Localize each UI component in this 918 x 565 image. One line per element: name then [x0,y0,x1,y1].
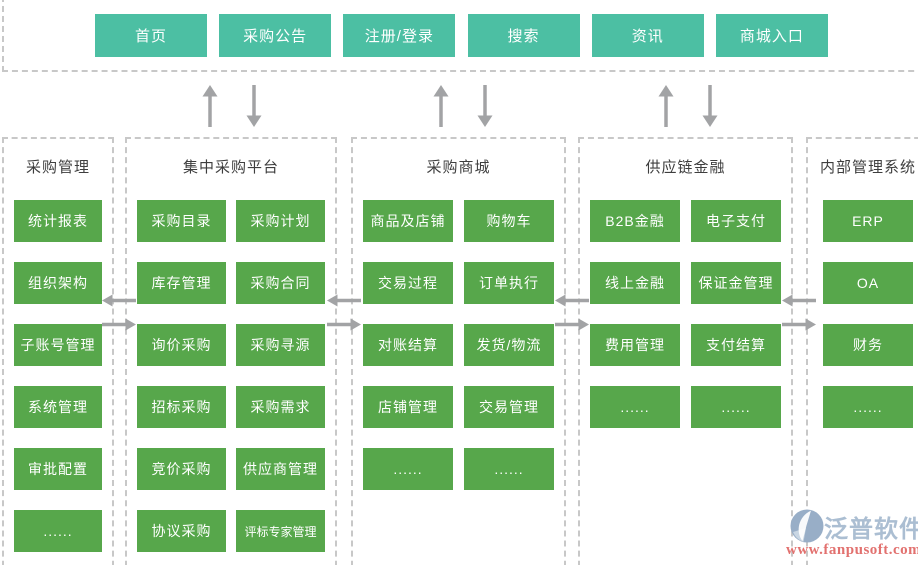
module-box[interactable]: 线上金融 [590,262,680,304]
module-box[interactable]: 采购寻源 [236,324,325,366]
module-box[interactable]: 店铺管理 [363,386,453,428]
module-box[interactable]: 对账结算 [363,324,453,366]
right-arrow-icon [555,318,589,331]
nav-button-register-login[interactable]: 注册/登录 [343,14,456,57]
panel-body: ERP OA 财务 ...... [808,200,918,428]
module-box[interactable]: 费用管理 [590,324,680,366]
module-box-more[interactable]: ...... [691,386,781,428]
up-arrow-icon [658,85,674,127]
panel-body: 统计报表 组织架构 子账号管理 系统管理 审批配置 ...... [4,200,112,552]
module-box[interactable]: 审批配置 [14,448,102,490]
module-box[interactable]: 交易过程 [363,262,453,304]
panel-body: 商品及店铺购物车 交易过程订单执行 对账结算发货/物流 店铺管理交易管理 ...… [353,200,564,490]
module-box[interactable]: 统计报表 [14,200,102,242]
brand-logo-icon [790,509,824,543]
nav-button-procurement-announcements[interactable]: 采购公告 [219,14,332,57]
module-box[interactable]: 电子支付 [691,200,781,242]
panel-title: 内部管理系统 [819,159,916,176]
left-arrow-icon [327,294,361,307]
module-box[interactable]: 系统管理 [14,386,102,428]
top-nav: 首页 采购公告 注册/登录 搜索 资讯 商城入口 [95,14,828,57]
module-box[interactable]: 支付结算 [691,324,781,366]
left-arrow-icon [782,294,816,307]
module-box[interactable]: 询价采购 [137,324,226,366]
panel-procurement-mall: 采购商城 商品及店铺购物车 交易过程订单执行 对账结算发货/物流 店铺管理交易管… [351,137,566,565]
down-arrow-icon [246,85,262,127]
module-box[interactable]: ERP [823,200,913,242]
panel-title: 采购管理 [25,159,90,176]
panel-title: 采购商城 [426,159,491,176]
module-box[interactable]: 交易管理 [464,386,554,428]
module-box[interactable]: 子账号管理 [14,324,102,366]
module-box[interactable]: 组织架构 [14,262,102,304]
up-arrow-icon [202,85,218,127]
module-box[interactable]: 发货/物流 [464,324,554,366]
module-box[interactable]: OA [823,262,913,304]
panel-internal-management-system: 内部管理系统 ERP OA 财务 ...... [806,137,918,565]
module-box[interactable]: 采购目录 [137,200,226,242]
nav-button-search[interactable]: 搜索 [467,14,580,57]
module-box[interactable]: 采购合同 [236,262,325,304]
brand-name: 泛普软件 [824,516,918,543]
up-arrow-icon [433,85,449,127]
module-box[interactable]: 商品及店铺 [363,200,453,242]
module-box[interactable]: 库存管理 [137,262,226,304]
panel-title: 集中采购平台 [182,159,279,176]
right-arrow-icon [327,318,361,331]
panel-body: 采购目录采购计划 库存管理采购合同 询价采购采购寻源 招标采购采购需求 竞价采购… [127,200,335,552]
module-box[interactable]: 保证金管理 [691,262,781,304]
panel-central-procurement-platform: 集中采购平台 采购目录采购计划 库存管理采购合同 询价采购采购寻源 招标采购采购… [125,137,337,565]
module-box-more[interactable]: ...... [363,448,453,490]
module-box[interactable]: 供应商管理 [236,448,325,490]
topbar-dashed-frame [2,0,918,72]
nav-button-news[interactable]: 资讯 [591,14,704,57]
module-box[interactable]: 采购需求 [236,386,325,428]
module-box-more[interactable]: ...... [823,386,913,428]
topbar-link-arrows [657,84,719,128]
module-box[interactable]: 购物车 [464,200,554,242]
right-arrow-icon [782,318,816,331]
module-box[interactable]: 评标专家管理 [236,510,325,552]
module-box[interactable]: 协议采购 [137,510,226,552]
topbar-link-arrows [201,84,263,128]
left-arrow-icon [102,294,136,307]
brand-url[interactable]: www.fanpusoft.com [786,542,918,558]
module-box[interactable]: 订单执行 [464,262,554,304]
module-box[interactable]: 财务 [823,324,913,366]
panel-supply-chain-finance: 供应链金融 B2B金融电子支付 线上金融保证金管理 费用管理支付结算 .....… [578,137,793,565]
panel-title: 供应链金融 [645,159,726,176]
down-arrow-icon [477,85,493,127]
module-box[interactable]: B2B金融 [590,200,680,242]
left-arrow-icon [555,294,589,307]
module-box[interactable]: 采购计划 [236,200,325,242]
nav-button-mall-entrance[interactable]: 商城入口 [715,14,828,57]
module-box-more[interactable]: ...... [590,386,680,428]
brand-watermark: 泛普软件 www.fanpusoft.com [784,504,918,564]
panel-procurement-management: 采购管理 统计报表 组织架构 子账号管理 系统管理 审批配置 ...... [2,137,114,565]
module-box-more[interactable]: ...... [14,510,102,552]
module-box[interactable]: 竞价采购 [137,448,226,490]
module-box[interactable]: 招标采购 [137,386,226,428]
nav-button-home[interactable]: 首页 [95,14,207,57]
topbar-link-arrows [432,84,494,128]
right-arrow-icon [102,318,136,331]
panel-body: B2B金融电子支付 线上金融保证金管理 费用管理支付结算 ...........… [580,200,791,428]
down-arrow-icon [702,85,718,127]
module-box-more[interactable]: ...... [464,448,554,490]
